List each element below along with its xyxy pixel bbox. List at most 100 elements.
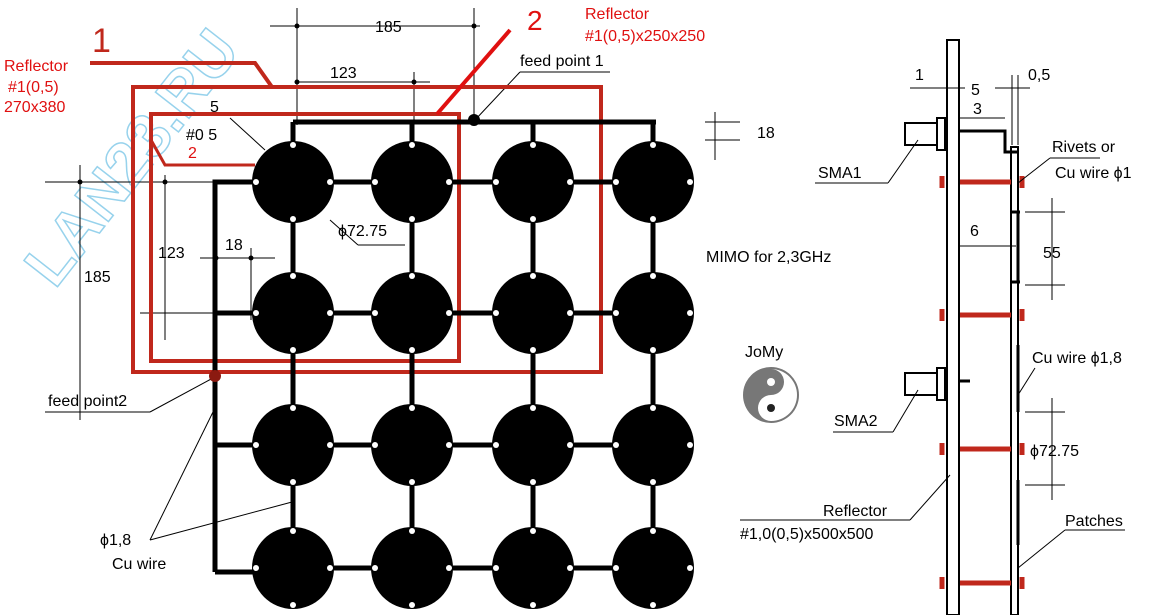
rivet-dot (650, 142, 656, 148)
reflector-2-leader (435, 28, 512, 116)
rivet-dot (372, 442, 378, 448)
mini-leader (149, 139, 255, 167)
wire-label: Cu wire (112, 556, 166, 573)
rivet-dot (409, 405, 415, 411)
rivet-dot (650, 602, 656, 608)
dim-3: 3 (973, 101, 982, 118)
dim-top-inner: 123 (330, 65, 357, 82)
patch (252, 141, 334, 223)
reflector-1-outline (131, 85, 603, 374)
yin-yang-logo (743, 367, 799, 423)
mini-number: 2 (188, 145, 197, 162)
reflector-2-outline (149, 112, 461, 363)
rivet-dot (567, 565, 573, 571)
rivet-dot (253, 179, 259, 185)
dim-6: 6 (970, 223, 979, 240)
rivet-dot (327, 442, 333, 448)
rivet-dot (290, 405, 296, 411)
rivet-dot (372, 179, 378, 185)
patch (612, 141, 694, 223)
rivet-dot (530, 142, 536, 148)
patch (371, 527, 453, 609)
rivet-dot (409, 479, 415, 485)
dim-55: 55 (1043, 245, 1061, 262)
patch (612, 272, 694, 354)
front-dimension-lines (45, 8, 740, 541)
rivet-dot (409, 273, 415, 279)
rivet-dot (567, 442, 573, 448)
dim-left-inner: 123 (158, 245, 185, 262)
rivet-dot (446, 310, 452, 316)
patch (492, 272, 574, 354)
rivet-dot (290, 347, 296, 353)
feed-point-2-dot (209, 370, 221, 382)
feed-point-1-dot (468, 114, 480, 126)
patch (492, 527, 574, 609)
dim-top-outer: 185 (375, 19, 402, 36)
rivet-dot (493, 565, 499, 571)
rivet-dot (687, 310, 693, 316)
rivet-dot (253, 442, 259, 448)
rivet-dot (290, 528, 296, 534)
rivet-dot (530, 602, 536, 608)
dim-left-outer: 185 (84, 269, 111, 286)
patch (371, 404, 453, 486)
rivet-dot (650, 528, 656, 534)
wire-diameter: ϕ1,8 (100, 532, 131, 549)
rivet-dot (409, 216, 415, 222)
rivet-dot (567, 310, 573, 316)
rivet-dot (650, 405, 656, 411)
rivet-dot (650, 216, 656, 222)
patch (371, 272, 453, 354)
patch (612, 527, 694, 609)
rivet-dot (613, 442, 619, 448)
rivet-dot (493, 310, 499, 316)
patch (612, 404, 694, 486)
reflector-1-label: Reflector (4, 58, 69, 75)
dim-0-5: 0,5 (1028, 67, 1050, 84)
rivet-dot (687, 565, 693, 571)
rivet-dot (253, 565, 259, 571)
rivet-dot (613, 310, 619, 316)
rivet-dot (613, 179, 619, 185)
side-view: 1 5 0,5 3 18 6 55 SMA1 SMA2 Rivets or Cu… (740, 39, 1132, 615)
patch (492, 404, 574, 486)
rivet-dot (493, 442, 499, 448)
reflector-1-size: 270x380 (4, 99, 65, 116)
rivet-dot (327, 179, 333, 185)
reflectors (90, 28, 603, 374)
reflector-1-leader (90, 61, 274, 89)
dim-5: 5 (971, 82, 980, 99)
rivet-dot (446, 442, 452, 448)
rivet-dot (290, 479, 296, 485)
rivet-dot (530, 273, 536, 279)
rivet-dot (530, 216, 536, 222)
dim-left-gap: 18 (225, 237, 243, 254)
rivet-dot (327, 310, 333, 316)
rivet-dot (650, 347, 656, 353)
rivet-dot (290, 273, 296, 279)
feed-point-1-label: feed point 1 (520, 53, 604, 70)
sheet-label: #0 5 (186, 127, 217, 144)
rivet-dot (530, 479, 536, 485)
reflector-plate (946, 39, 960, 615)
rivet-dot (613, 565, 619, 571)
reflector-2-label: Reflector (585, 6, 650, 23)
patch (492, 141, 574, 223)
rivet-dot (530, 347, 536, 353)
reflector-2-spec: #1(0,5)x250x250 (585, 28, 705, 45)
rivet-dot (687, 442, 693, 448)
reflector-label: Reflector (823, 503, 888, 520)
reflector-1-spec: #1(0,5) (8, 79, 59, 96)
rivets-label: Rivets or (1052, 139, 1116, 156)
patch (371, 141, 453, 223)
rivet-dot (290, 216, 296, 222)
patch (252, 404, 334, 486)
rivet-dot (290, 142, 296, 148)
author: JoMy (745, 344, 783, 361)
rivet-dot (409, 602, 415, 608)
rivet-dot (290, 602, 296, 608)
sma2-label: SMA2 (834, 413, 878, 430)
sma1-label: SMA1 (818, 165, 862, 182)
